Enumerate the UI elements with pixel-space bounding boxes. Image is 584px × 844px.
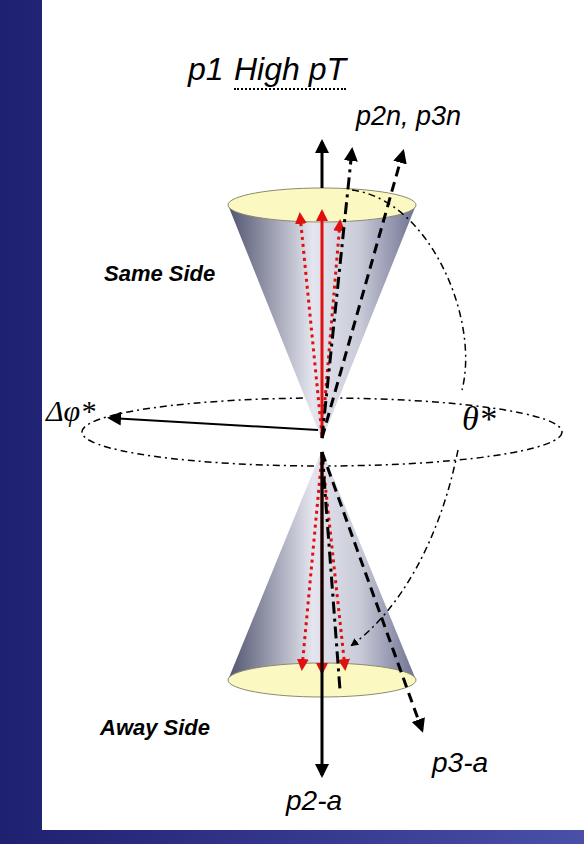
angle-label: Δφ* (46, 394, 95, 427)
particle-label: p2n, p3n (356, 102, 461, 132)
particle-label: p1 (188, 52, 224, 87)
particle-label: p3-a (432, 748, 488, 779)
red-dotted-arrow (302, 455, 322, 668)
angle-label: θ* (462, 400, 496, 437)
theta-arc (352, 450, 458, 645)
region-label: Same Side (104, 262, 215, 286)
p2a-arrow (321, 452, 324, 775)
away-dashdot (322, 452, 340, 690)
p3a-arrow (322, 452, 422, 730)
theta-arc (352, 190, 466, 390)
red-arrow (321, 212, 324, 438)
slide-ground (42, 0, 584, 830)
trigger-label: High pT (234, 52, 346, 90)
phi-arrow (110, 418, 318, 430)
p2n-arrow (322, 150, 352, 438)
red-dotted-arrow (300, 215, 322, 435)
p1-arrow (321, 142, 324, 188)
region-label: Away Side (100, 716, 210, 740)
p3n-arrow (322, 152, 403, 438)
particle-label: p2-a (286, 786, 342, 817)
same-side-cone (228, 205, 416, 440)
